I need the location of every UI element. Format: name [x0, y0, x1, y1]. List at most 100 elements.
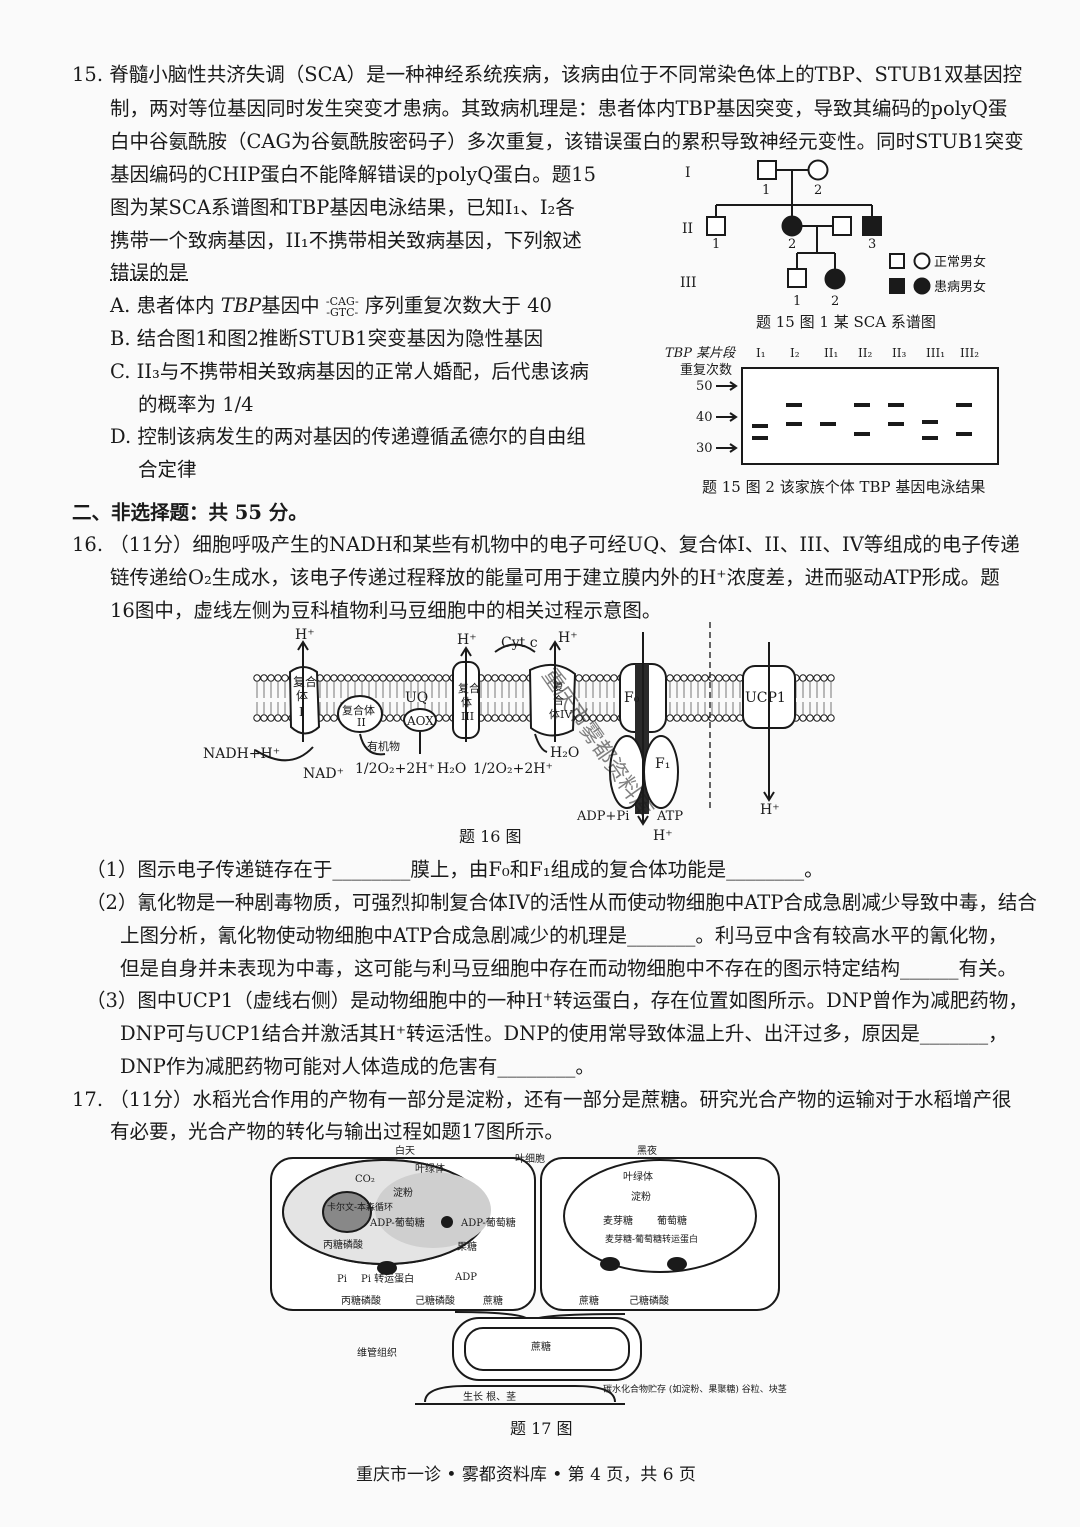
lipid-head — [666, 674, 674, 682]
h-plus-2: H⁺ — [457, 632, 477, 648]
lipid-head — [694, 674, 702, 682]
q16-sub-5: （3）图中UCP1（虚线右侧）是动物细胞中的一种H⁺转运蛋白，存在位置如图所示。… — [86, 989, 1028, 1012]
lipid-head — [512, 674, 520, 682]
lipid-head — [498, 674, 506, 682]
lipid-head — [701, 674, 709, 682]
q15-option-c-2: 的概率为 1/4 — [138, 393, 254, 416]
option-a-mid: 基因中 — [261, 294, 320, 317]
lipid-head — [589, 674, 597, 682]
gel-band — [854, 403, 870, 407]
lipid-head — [386, 714, 394, 722]
uq-label: UQ — [405, 690, 428, 706]
lipid-head — [729, 714, 737, 722]
lipid-head — [337, 674, 345, 682]
lipid-head — [694, 714, 702, 722]
lane-label: III₂ — [960, 346, 979, 360]
lipid-head — [435, 674, 443, 682]
lipid-head — [358, 674, 366, 682]
photosynthate-diagram: 白天 叶细胞 黑夜 叶绿体 叶绿体 CO₂ 淀粉 淀粉 卡尔文-本森循环 ADP… — [270, 1144, 787, 1438]
adpg-label-2: ADP-葡萄糖 — [460, 1216, 516, 1229]
svg-text:III: III — [461, 710, 474, 723]
lipid-head — [813, 674, 821, 682]
lipid-head — [687, 714, 695, 722]
q15-option-d-2: 合定律 — [138, 458, 197, 481]
lane-label: I₂ — [790, 346, 800, 360]
h-plus-5: H⁺ — [653, 828, 673, 844]
pi-transporter-label: Pi 转运蛋白 — [361, 1272, 414, 1285]
i1-num: 1 — [762, 183, 770, 198]
tick-40: 40 — [696, 410, 713, 425]
iii1-num: 1 — [793, 294, 801, 309]
lipid-head — [512, 714, 520, 722]
hexose-label-2: 己糖磷酸 — [629, 1294, 669, 1307]
lipid-head — [253, 674, 261, 682]
pedigree-figure: I II III 1 2 1 2 3 1 2 正常男女 患病男女 题 15 图 … — [680, 159, 986, 331]
o2-label-2: 1/2O₂+2H⁺ — [473, 761, 553, 777]
lipid-head — [372, 674, 380, 682]
nadh-label: NADH+H⁺ — [203, 746, 280, 762]
gel-band — [786, 422, 802, 426]
lipid-head — [799, 674, 807, 682]
atp-label: ATP — [656, 809, 683, 824]
lipid-head — [393, 674, 401, 682]
adp-pi-label: ADP+Pi — [576, 809, 629, 824]
lipid-head — [701, 714, 709, 722]
gel-band — [820, 422, 836, 426]
gel-band — [922, 436, 938, 440]
co2-label: CO₂ — [355, 1174, 375, 1185]
lipid-head — [575, 674, 583, 682]
q17-line-1: 17. （11分）水稻光合作用的产物有一部分是淀粉，还有一部分是蔗糖。研究光合产… — [72, 1088, 1012, 1111]
lipid-head — [610, 714, 618, 722]
starch-label-day: 淀粉 — [393, 1186, 413, 1199]
q16-line-1: 16. （11分）细胞呼吸产生的NADH和某些有机物中的电子可经UQ、复合体I、… — [72, 533, 1020, 556]
tick-50: 50 — [696, 379, 713, 394]
pi-label: Pi — [337, 1274, 347, 1285]
lipid-head — [253, 714, 261, 722]
fig17-caption: 题 17 图 — [510, 1419, 573, 1438]
lipid-head — [267, 674, 275, 682]
lipid-head — [519, 714, 527, 722]
gel-band — [752, 436, 768, 440]
lipid-head — [505, 674, 513, 682]
q15-line-1: 15. 脊髓小脑性共济失调（SCA）是一种神经系统疾病，该病由位于不同常染色体上… — [72, 63, 1023, 86]
h2o-label-2: H₂O — [550, 745, 579, 761]
vascular-label: 维管组织 — [357, 1346, 397, 1359]
q15-option-a: A. 患者体内 TBP基因中 -CAG- -GTC- 序列重复次数大于 40 — [110, 293, 552, 319]
ii3-num: 3 — [868, 237, 876, 252]
i2-num: 2 — [814, 183, 822, 198]
nad-label: NAD⁺ — [303, 766, 344, 782]
gel-axis-title-2: 重复次数 — [680, 362, 732, 378]
leaf-cell-label: 叶细胞 — [515, 1152, 545, 1165]
lipid-head — [344, 674, 352, 682]
fig1-caption: 题 15 图 1 某 SCA 系谱图 — [756, 313, 936, 331]
fig16-caption: 题 16 图 — [459, 827, 522, 846]
q16-sub-7: DNP作为减肥药物可能对人体造成的危害有________。 — [120, 1055, 595, 1078]
adpg-label: ADP-葡萄糖 — [369, 1216, 425, 1229]
lipid-head — [687, 674, 695, 682]
gel-band — [888, 422, 904, 426]
gen-i-label: I — [685, 165, 691, 181]
night-label: 黑夜 — [637, 1144, 657, 1157]
lipid-head — [330, 674, 338, 682]
ucp1-label: UCP1 — [745, 690, 786, 706]
gel-band — [922, 420, 938, 424]
lipid-head — [666, 714, 674, 722]
lipid-head — [715, 674, 723, 682]
triose-label-2: 丙糖磷酸 — [341, 1294, 381, 1307]
complex-i-label-3: I — [299, 705, 304, 719]
lipid-head — [680, 674, 688, 682]
gen-ii-label: II — [682, 221, 693, 237]
growth-label: 生长 根、茎 — [463, 1390, 516, 1403]
gel-band — [888, 403, 904, 407]
lane-label: II₂ — [858, 346, 872, 360]
h-plus-1: H⁺ — [295, 627, 315, 643]
lipid-head — [820, 714, 828, 722]
lipid-head — [575, 714, 583, 722]
q15-line-6: 携带一个致病基因，II₁不携带相关致病基因，下列叙述 — [110, 229, 582, 252]
lipid-head — [379, 674, 387, 682]
lipid-head — [820, 674, 828, 682]
codon-stack: -CAG- -GTC- — [326, 296, 359, 318]
gel-band — [786, 403, 802, 407]
legend-normal: 正常男女 — [934, 254, 986, 270]
lipid-head — [722, 674, 730, 682]
